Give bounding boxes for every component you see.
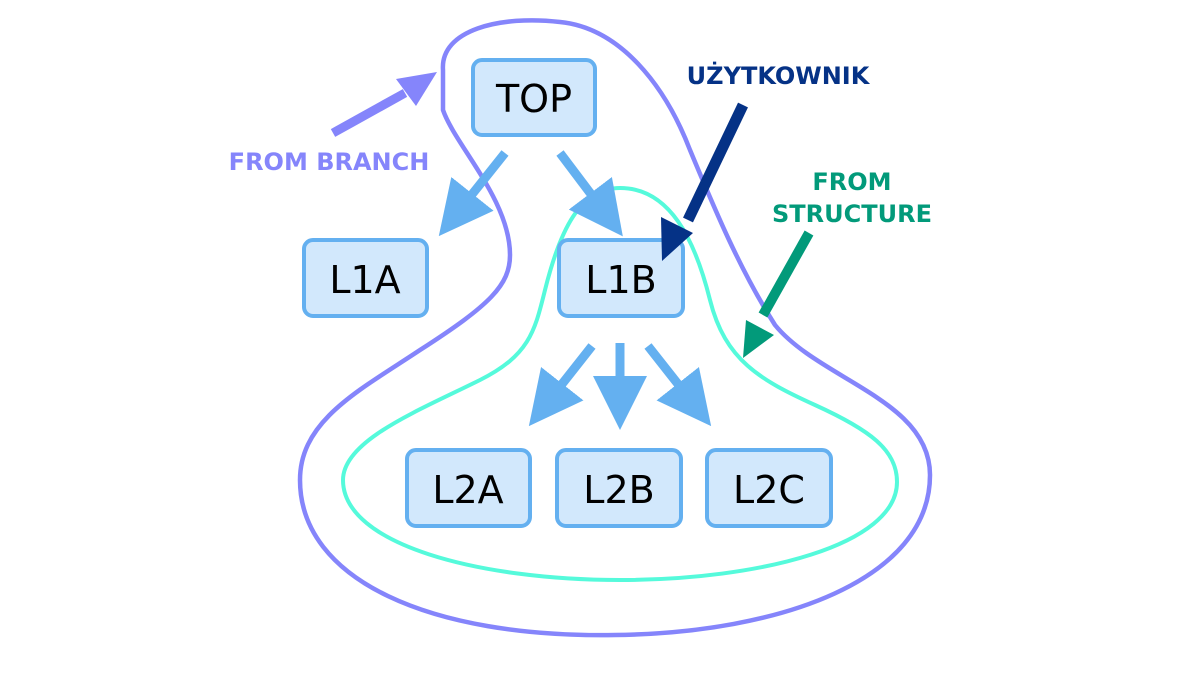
edge-l1b-l2c — [644, 343, 712, 427]
from-structure-label-line1: FROM — [812, 168, 891, 196]
uzytkownik-arrowhead-icon — [661, 217, 693, 261]
uzytkownik-arrow-shaft — [683, 102, 748, 223]
from-branch-arrow-shaft — [330, 89, 408, 137]
node-l2a[interactable]: L2A — [405, 448, 532, 528]
from-structure-arrow-shaft — [758, 230, 814, 318]
node-l2c[interactable]: L2C — [705, 448, 833, 528]
node-l2a-label: L2A — [432, 468, 503, 512]
from-structure-contour — [340, 185, 900, 583]
edge-l1b-l2a — [528, 343, 596, 427]
node-l1b[interactable]: L1B — [557, 238, 685, 318]
from-branch-arrowhead-icon — [396, 72, 437, 106]
uzytkownik-label: UŻYTKOWNIK — [687, 61, 871, 90]
node-l1a[interactable]: L1A — [302, 238, 429, 318]
from-structure-arrowhead-icon — [743, 320, 774, 358]
edge-top-l1b — [556, 150, 623, 237]
from-structure-label-line2: STRUCTURE — [772, 200, 932, 228]
node-l2c-label: L2C — [733, 468, 805, 512]
node-top-label: TOP — [495, 77, 572, 121]
uzytkownik-annotation: UŻYTKOWNIK — [661, 61, 871, 261]
node-l1b-label: L1B — [585, 258, 656, 302]
node-top[interactable]: TOP — [471, 58, 597, 137]
from-branch-annotation: FROM BRANCH — [229, 72, 437, 176]
from-branch-label: FROM BRANCH — [229, 148, 430, 176]
from-branch-contour — [297, 18, 933, 638]
node-l2b[interactable]: L2B — [555, 448, 683, 528]
node-l2b-label: L2B — [583, 468, 654, 512]
node-l1a-label: L1A — [329, 258, 400, 302]
from-structure-annotation: FROM STRUCTURE — [743, 168, 932, 358]
edge-top-l1a — [438, 150, 509, 237]
